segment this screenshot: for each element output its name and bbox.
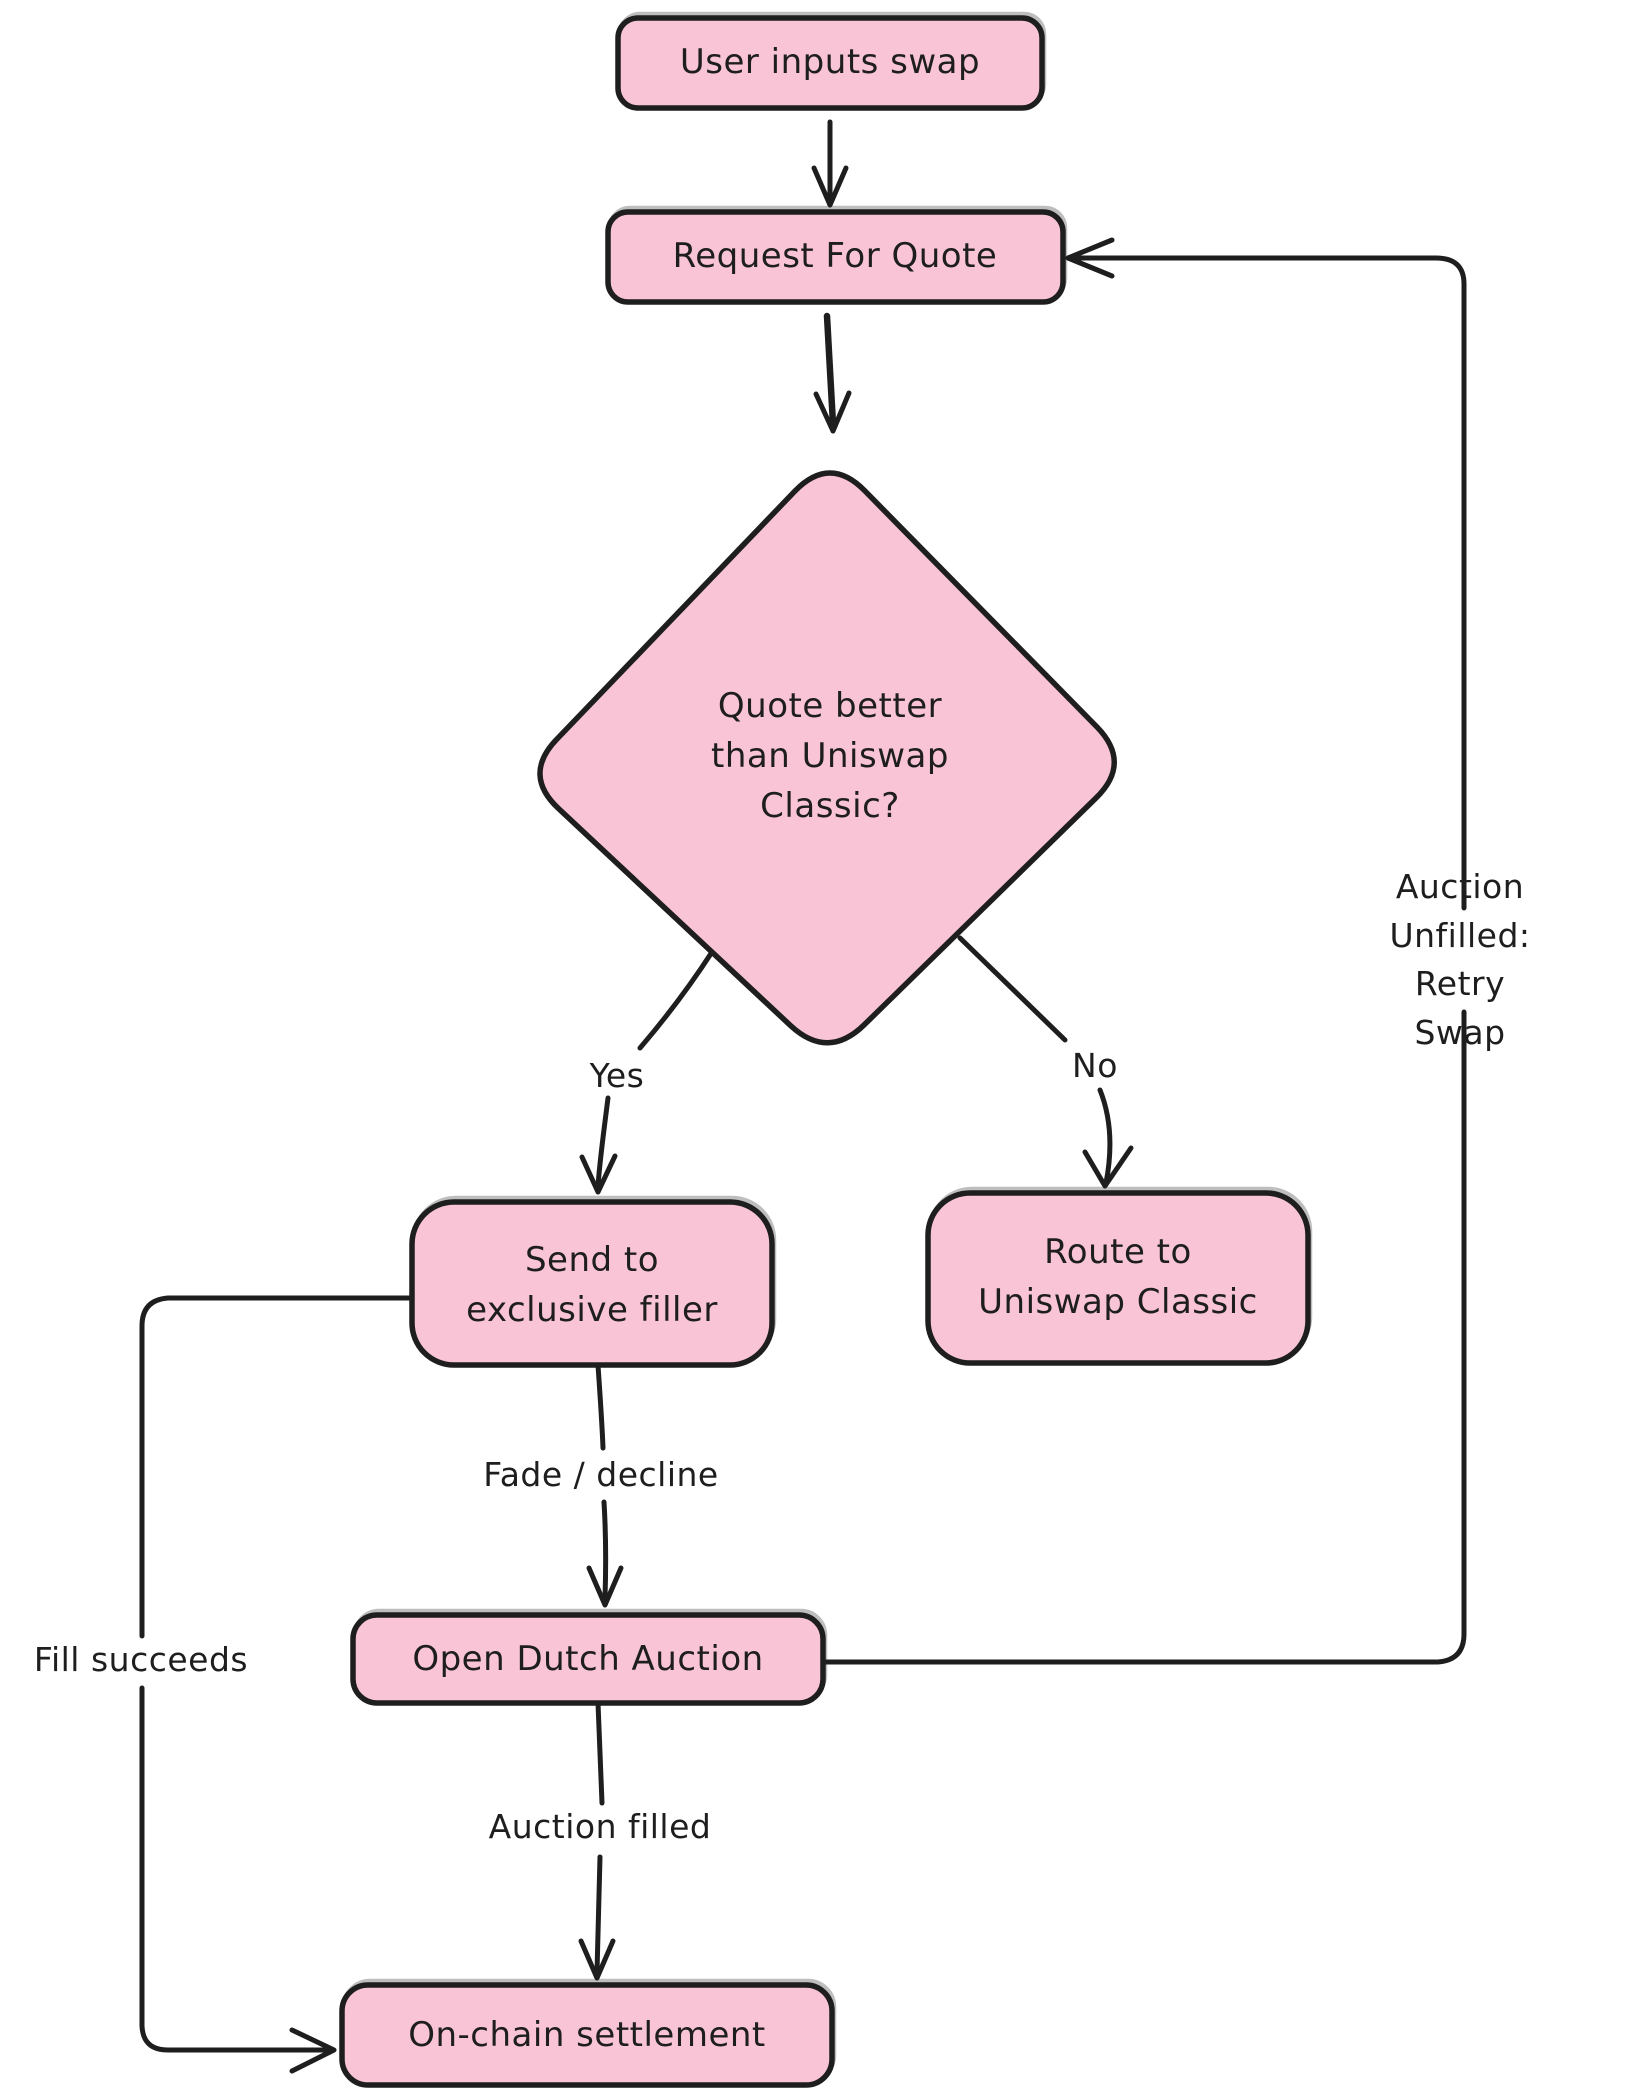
user-inputs-swap-shape: [615, 15, 1045, 111]
open-dutch-auction-shape: [350, 1612, 826, 1706]
node-label-onchain-settlement: On-chain settlement: [408, 2015, 766, 2056]
edge-yes-arrow: [595, 1095, 611, 1189]
node-label-route-uniswap-classic: Route to Uniswap Classic: [978, 1232, 1258, 1322]
send-exclusive-filler-shape: [409, 1199, 775, 1368]
edge-auction-filled-arrow: [594, 1854, 603, 1975]
edge-auction-filled-top: [595, 1700, 605, 1806]
node-label-open-dutch-auction: Open Dutch Auction: [412, 1639, 764, 1680]
quote-better-diamond-shape: [537, 470, 1117, 1046]
edge-rfq-to-decision: [823, 312, 837, 428]
edge-fade-decline-top: [595, 1362, 606, 1451]
node-label-send-exclusive-filler: Send to exclusive filler: [466, 1240, 718, 1330]
node-label-quote-better: Quote better than Uniswap Classic?: [711, 686, 949, 826]
edge-retry-loop-top: [1069, 255, 1467, 911]
edge-fill-succeeds-bottom: [139, 1685, 331, 2053]
edge-label-auction-unfilled: Auction Unfilled: Retry Swap: [1389, 867, 1531, 1052]
edge-no-arrowhead: [1082, 1145, 1134, 1189]
edge-fill-succeeds-arrowhead: [289, 2027, 337, 2074]
edge-no-arrow: [1097, 1087, 1113, 1186]
node-label-user-inputs-swap: User inputs swap: [679, 42, 981, 83]
edge-fade-decline-arrowhead: [586, 1565, 624, 1608]
edge-retry-loop-arrowhead: [1065, 237, 1115, 279]
edge-no-diagonal: [957, 935, 1068, 1043]
edge-yes-diagonal: [637, 949, 715, 1051]
edge-user-to-rfq-arrowhead: [811, 165, 849, 208]
node-label-request-for-quote: Request For Quote: [672, 236, 998, 277]
edge-rfq-to-decision-arrowhead: [813, 390, 852, 434]
route-uniswap-classic-shape: [925, 1190, 1311, 1366]
edge-label-fill-succeeds: Fill succeeds: [33, 1639, 249, 1679]
edge-fade-decline-arrow: [601, 1499, 609, 1601]
request-for-quote-shape: [605, 209, 1066, 305]
edge-retry-loop-bottom: [820, 1009, 1467, 1665]
edge-label-auction-filled: Auction filled: [488, 1806, 712, 1846]
edge-label-fade-decline: Fade / decline: [483, 1454, 719, 1494]
edge-fill-succeeds-top: [139, 1295, 415, 1639]
edge-yes-arrowhead: [579, 1153, 618, 1195]
edge-label-yes: Yes: [589, 1055, 645, 1095]
onchain-settlement-shape: [339, 1982, 835, 2088]
edge-label-no: No: [1072, 1045, 1118, 1085]
edge-auction-filled-arrowhead: [578, 1938, 616, 1981]
